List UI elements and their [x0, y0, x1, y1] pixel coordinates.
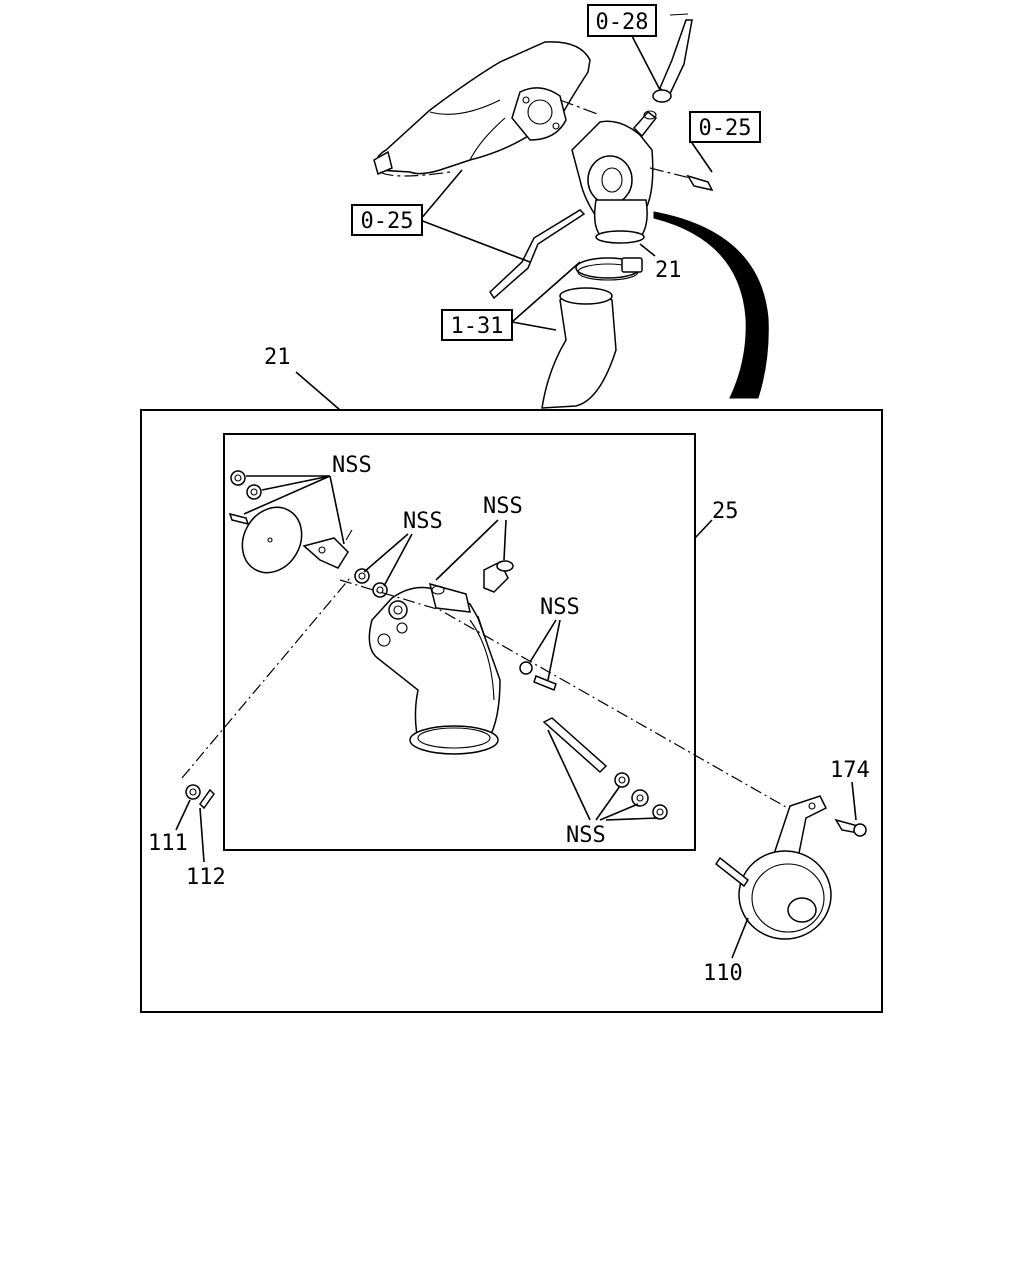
part-label-21-top: 21	[655, 258, 682, 283]
intake-hose	[541, 292, 617, 409]
ref-box-0-25-right: 0-25	[689, 111, 761, 143]
ref-label-0-25-left: 0-25	[361, 209, 414, 234]
hose-fitting	[659, 19, 693, 100]
nss-label: NSS	[540, 595, 580, 620]
ref-label-0-28: 0-28	[596, 10, 649, 35]
throttle-body-parts	[228, 470, 801, 820]
part-label-174: 174	[830, 758, 870, 783]
part-label-25: 25	[712, 499, 739, 524]
ref-label-0-25-right: 0-25	[699, 116, 752, 141]
washer-111	[185, 784, 201, 800]
manifold-flange	[511, 87, 567, 141]
valve-shaft	[542, 717, 608, 774]
ref-box-1-31: 1-31	[441, 309, 513, 341]
black-hose	[653, 211, 769, 399]
nss-label: NSS	[483, 494, 523, 519]
part-label-21-assembly: 21	[264, 345, 291, 370]
actuator-parts	[181, 577, 867, 940]
pipe	[489, 209, 586, 300]
ref-box-0-25-left: 0-25	[351, 204, 423, 236]
assembly-axis	[339, 579, 801, 816]
part-label-112: 112	[186, 865, 226, 890]
upper-assembly	[373, 13, 769, 409]
nss-callouts: NSS NSS NSS NSS NSS	[243, 453, 659, 848]
nss-label: NSS	[566, 823, 606, 848]
nss-label: NSS	[332, 453, 372, 478]
ref-box-0-28: 0-28	[587, 4, 657, 37]
assembly-frame	[140, 409, 883, 1013]
nss-label: NSS	[403, 509, 443, 534]
clip-112	[199, 788, 215, 810]
part-label-111: 111	[148, 831, 188, 856]
part-label-110: 110	[703, 961, 743, 986]
ref-label-1-31: 1-31	[451, 314, 504, 339]
